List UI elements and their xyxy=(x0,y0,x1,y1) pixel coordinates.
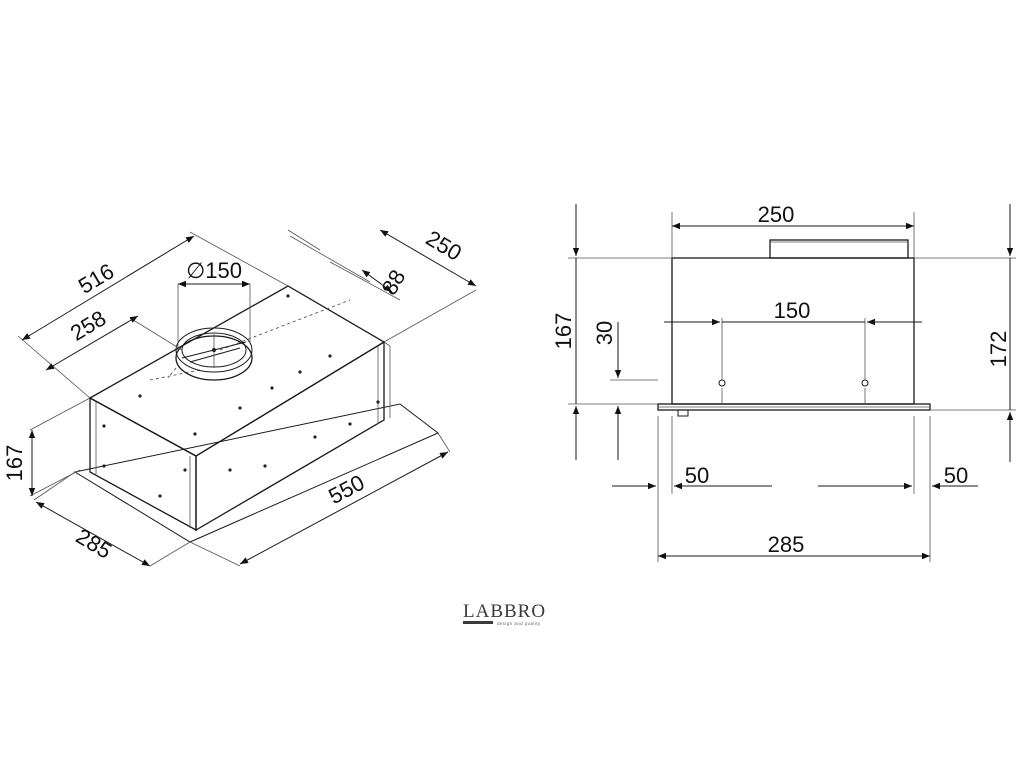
dim-167-iso-label: 167 xyxy=(2,445,27,482)
iso-base-plate xyxy=(73,403,439,543)
iso-left-face xyxy=(89,396,197,532)
dim-167-iso: 167 xyxy=(2,397,91,497)
front-body xyxy=(671,257,915,405)
dim-250-front: 250 xyxy=(671,202,915,258)
dim-258: 258 xyxy=(45,305,183,371)
dim-50-left: 50 xyxy=(612,416,772,562)
iso-screws xyxy=(102,294,380,498)
dim-150-front: 150 xyxy=(664,298,922,380)
front-hole-left xyxy=(718,379,726,387)
brand-name: LABBRO xyxy=(463,601,546,622)
dim-285-iso: 285 xyxy=(33,471,191,567)
dim-88-label: 88 xyxy=(377,265,411,299)
dim-30: 30 xyxy=(592,321,658,460)
dim-167-front-label: 167 xyxy=(551,313,576,350)
dim-250-iso-label: 250 xyxy=(422,225,466,265)
dim-50-right: 50 xyxy=(818,416,978,562)
dim-550-label: 550 xyxy=(324,470,368,509)
dim-516-label: 516 xyxy=(74,258,118,298)
front-hole-right xyxy=(861,379,869,387)
dim-150-diameter-label: ∅150 xyxy=(186,258,242,283)
dim-50-left-label: 50 xyxy=(685,463,709,488)
dim-516: 516 xyxy=(17,231,289,399)
front-knob xyxy=(677,409,689,417)
dim-150-diameter: ∅150 xyxy=(177,258,251,350)
duct-collar xyxy=(167,327,253,381)
dim-285-front-label: 285 xyxy=(768,532,805,557)
dim-88: 88 xyxy=(289,235,411,301)
dim-550: 550 xyxy=(189,432,451,567)
dim-50-right-label: 50 xyxy=(944,463,968,488)
dim-258-label: 258 xyxy=(66,305,110,345)
dim-167-front: 167 xyxy=(551,204,672,460)
dim-285-front: 285 xyxy=(658,532,930,560)
dim-172: 172 xyxy=(914,204,1016,462)
brand-logo: LABBRO design and quality xyxy=(463,601,546,626)
isometric-view: 516 258 ∅150 250 88 xyxy=(2,225,477,567)
front-view: 250 150 167 30 xyxy=(551,202,1016,562)
dim-285-iso-label: 285 xyxy=(72,523,116,563)
dim-172-label: 172 xyxy=(986,331,1011,368)
dim-30-label: 30 xyxy=(592,321,617,345)
dim-250-front-label: 250 xyxy=(758,202,795,227)
dim-150-front-label: 150 xyxy=(774,298,811,323)
front-outlet xyxy=(769,239,909,259)
iso-top-face xyxy=(88,285,386,457)
brand-tagline: design and quality xyxy=(497,621,541,626)
